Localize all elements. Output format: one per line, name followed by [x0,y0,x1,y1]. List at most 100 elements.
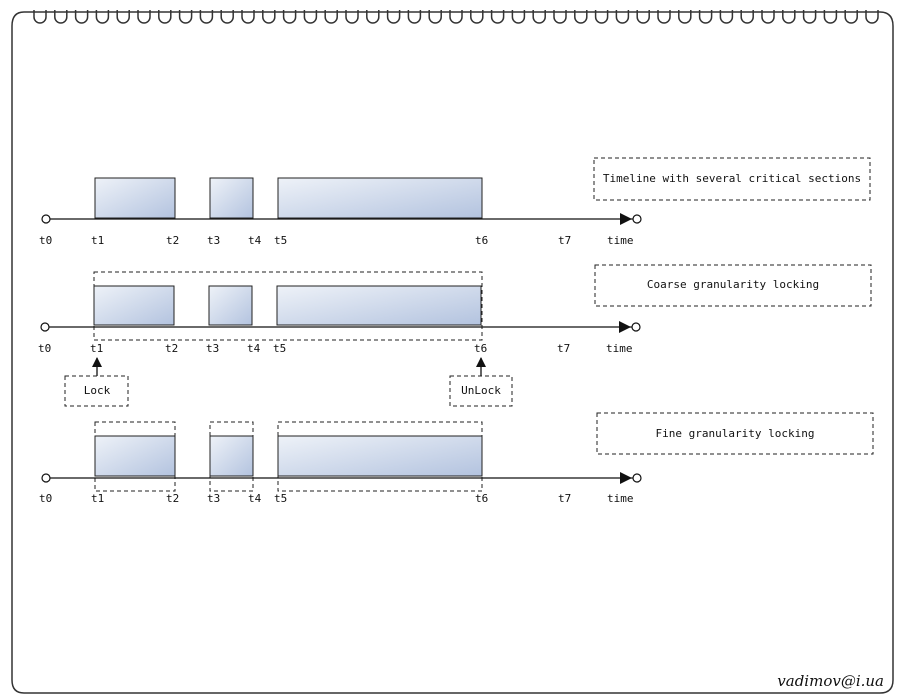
tick-label-t4: t4 [247,342,261,355]
binding-ring-icon [740,10,754,24]
binding-ring-icon [33,10,47,24]
binding-ring-icon [74,10,89,24]
timeline-fine: t0 t1 t2 t3 t4 t5 t6 t7 time Fine granul… [39,412,874,505]
binding-ring-icon [199,10,214,24]
binding-ring-icon [95,10,110,24]
critical-section-block [276,285,482,326]
critical-section-block [277,435,483,477]
axis-start-marker [40,322,50,332]
binding-ring-icon [324,10,338,24]
binding-ring-icon [282,10,297,24]
critical-section-block [277,177,483,219]
timeline-coarse: t0 t1 t2 t3 t4 t5 t6 t7 time Coarse gran… [38,264,872,407]
tick-label-t0: t0 [39,234,52,247]
tick-label-t7: t7 [558,492,571,505]
tick-label-t1: t1 [90,342,103,355]
binding-ring-icon [241,10,255,24]
binding-ring-icon [719,10,734,24]
title-box [596,412,874,455]
tick-label-t3: t3 [206,342,219,355]
tick-label-t5: t5 [274,492,287,505]
tick-label-t0: t0 [38,342,51,355]
binding-ring-icon [54,10,68,24]
title-box [593,157,871,201]
tick-label-t5: t5 [273,342,286,355]
critical-section-block [209,435,254,477]
axis-arrow-icon [620,213,632,225]
tick-label-time: time [606,342,633,355]
binding-ring-icon [220,10,234,24]
binding-ring-icon [636,10,650,24]
binding-ring-icon [262,10,276,24]
binding-ring-icon [844,10,858,24]
binding-ring-icon [865,10,879,24]
tick-label-t2: t2 [165,342,178,355]
tick-label-t6: t6 [475,492,488,505]
notebook-frame [11,11,894,694]
timeline-title: Coarse granularity locking [647,278,819,291]
axis-end-marker [632,473,642,483]
axis-arrow-icon [620,472,632,484]
binding-ring-icon [470,10,484,24]
unlock-callout [449,375,513,407]
critical-section-block [94,435,176,477]
timeline-title: Fine granularity locking [656,427,815,440]
axis-start-marker [41,214,51,224]
timeline-basic: t0 t1 t2 t3 t4 t5 t6 t7 time Timeline wi… [39,157,871,247]
tick-label-t7: t7 [557,342,570,355]
binding-ring-icon [532,10,546,24]
binding-ring-icon [657,10,671,24]
axis-start-marker [41,473,51,483]
title-box [594,264,872,307]
tick-label-t0: t0 [39,492,52,505]
binding-ring-icon [615,10,630,24]
critical-section-block [208,285,253,326]
binding-ring-icon [678,10,692,24]
unlock-label: UnLock [461,384,501,397]
tick-label-t6: t6 [474,342,487,355]
tick-label-t3: t3 [207,234,220,247]
tick-label-t6: t6 [475,234,488,247]
binding-ring-icon [449,10,463,24]
critical-section-block [94,177,176,219]
binding-ring-icon [303,10,318,24]
binding-ring-icon [490,10,505,24]
lock-label: Lock [84,384,111,397]
binding-ring-icon [345,10,359,24]
timeline-title: Timeline with several critical sections [603,172,861,185]
binding-ring-icon [511,10,526,24]
lock-callout [64,375,129,407]
tick-label-t5: t5 [274,234,287,247]
tick-label-t4: t4 [248,234,262,247]
binding-ring-icon [823,10,838,24]
binding-ring-icon [802,10,817,24]
axis-end-marker [632,214,642,224]
author-signature: vadimov@i.ua [777,672,884,690]
tick-label-t1: t1 [91,492,104,505]
critical-section-block [209,177,254,219]
tick-label-t4: t4 [248,492,262,505]
binding-ring-icon [574,10,588,24]
axis-arrow-icon [619,321,631,333]
tick-label-t3: t3 [207,492,220,505]
binding-ring-icon [137,10,151,24]
axis-end-marker [631,322,641,332]
binding-ring-icon [407,10,422,24]
tick-label-t1: t1 [91,234,104,247]
tick-label-t2: t2 [166,492,179,505]
binding-ring-icon [428,10,442,24]
binding-ring-icon [553,10,567,24]
binding-ring-icon [782,10,796,24]
tick-label-time: time [607,492,634,505]
tick-label-t7: t7 [558,234,571,247]
binding-ring-icon [698,10,713,24]
binding-ring-icon [178,10,193,24]
binding-ring-icon [594,10,609,24]
binding-ring-icon [761,10,775,24]
binding-ring-icon [366,10,380,24]
spiral-binding [33,10,879,24]
critical-section-block [93,285,175,326]
tick-label-t2: t2 [166,234,179,247]
tick-label-time: time [607,234,634,247]
